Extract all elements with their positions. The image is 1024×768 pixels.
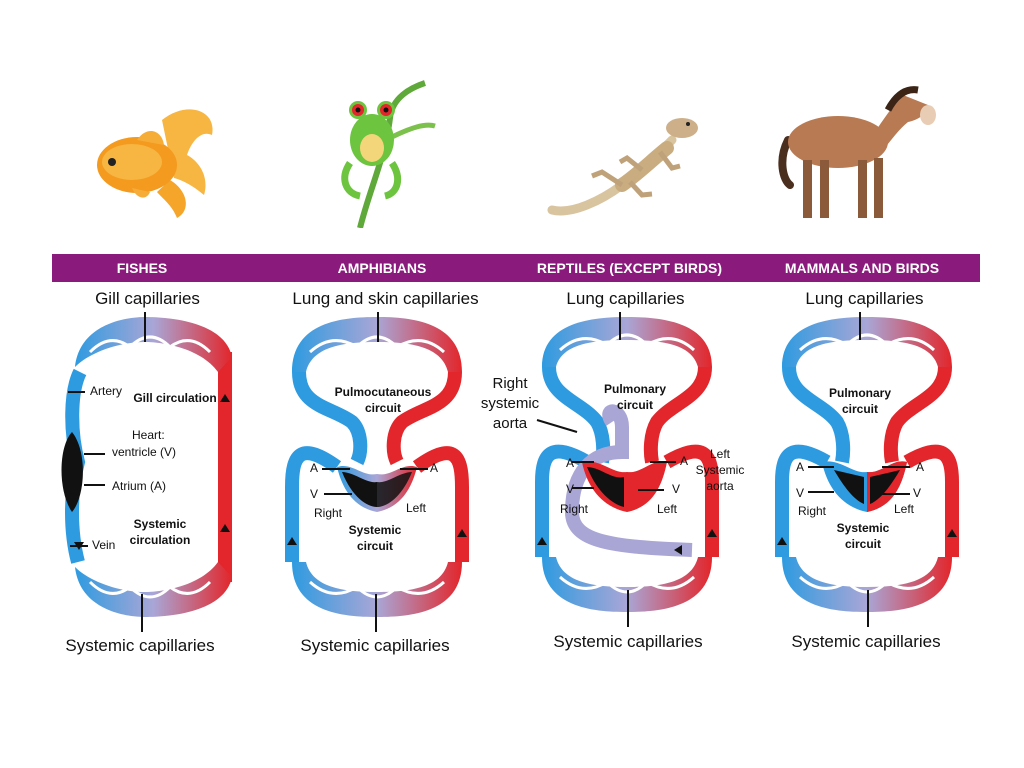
amphibian-v-label: V (310, 487, 319, 501)
reptile-systemic-capillaries-label: Systemic capillaries (553, 632, 703, 651)
reptile-pulmonary-circuit-label: Pulmonary circuit (603, 382, 666, 412)
amphibian-pulmocutaneous-label: Pulmocutaneous circuit (334, 385, 432, 415)
amphibian-right-label: Right (314, 506, 343, 520)
reptile-v-right-label: V (672, 482, 681, 496)
amphibian-left-label: Left (406, 501, 427, 515)
amphibian-lung-skin-capillaries-label: Lung and skin capillaries (292, 289, 479, 308)
systemic-capillary-bed-reptile (542, 557, 712, 612)
fish-systemic-capillaries-label: Systemic capillaries (65, 636, 215, 655)
header-amphibians: AMPHIBIANS (337, 260, 427, 276)
header-mammals-birds: MAMMALS AND BIRDS (784, 260, 940, 276)
fish-artery-label: Artery (90, 384, 123, 398)
goldfish-illustration (97, 109, 213, 218)
mammal-v-right-label: V (913, 486, 922, 500)
mammal-circulation-diagram (775, 312, 959, 627)
gill-capillary-bed (75, 317, 232, 372)
mammal-a-left-label: A (796, 460, 805, 474)
fish-heart-label: Heart: (132, 428, 165, 442)
mammal-systemic-circuit-label: Systemic circuit (836, 521, 890, 551)
reptile-lung-capillaries-label: Lung capillaries (566, 289, 685, 308)
amphibian-circulation-diagram (285, 312, 469, 632)
fish-atrium-label: Atrium (A) (112, 479, 166, 493)
reptile-a-left-label: A (566, 456, 575, 470)
header-reptiles: REPTILES (EXCEPT BIRDS) (536, 260, 723, 276)
mammal-a-right-label: A (916, 460, 925, 474)
mammal-systemic-capillaries-label: Systemic capillaries (791, 632, 941, 651)
reptile-left-label: Left (657, 502, 678, 516)
mammal-lung-capillary-bed (782, 317, 952, 367)
reptile-left-systemic-aorta-label: Left Systemic aorta (695, 447, 745, 493)
fish-ventricle-label: ventricle (V) (112, 445, 177, 459)
mammal-v-left-label: V (796, 486, 805, 500)
mammal-pulmonary-circuit-label: Pulmonary circuit (828, 386, 891, 416)
horse-illustration (778, 86, 936, 218)
mammal-left-label: Left (894, 502, 915, 516)
fish-vein-label: Vein (92, 538, 116, 552)
frog-illustration (341, 80, 436, 228)
systemic-capillary-bed-amphibian (292, 562, 462, 617)
fish-systemic-circulation-label: Systemic circulation (129, 517, 191, 547)
fish-gill-circulation-label: Gill circulation (133, 391, 217, 405)
right-systemic-aorta (564, 404, 693, 557)
lung-skin-capillary-bed (292, 317, 462, 372)
systemic-capillary-bed-fish (75, 562, 232, 617)
amphibian-a-left-label: A (310, 461, 319, 475)
lizard-illustration (547, 118, 698, 216)
fish-circulation-diagram (61, 312, 232, 632)
fish-heart (61, 432, 83, 512)
reptile-v-left-label: V (566, 482, 575, 496)
reptile-a-right-label: A (680, 454, 689, 468)
header-fishes: FISHES (116, 260, 168, 276)
amphibian-systemic-circuit-label: Systemic circuit (348, 523, 402, 553)
amphibian-a-right-label: A (430, 461, 439, 475)
mammal-lung-capillaries-label: Lung capillaries (805, 289, 924, 308)
fish-gill-capillaries-label: Gill capillaries (95, 289, 200, 308)
reptile-right-systemic-aorta-label: Right systemic aorta (480, 375, 540, 432)
reptile-right-label: Right (560, 502, 589, 516)
mammal-right-label: Right (798, 504, 827, 518)
amphibian-systemic-capillaries-label: Systemic capillaries (300, 636, 450, 655)
category-header-bar: FISHES AMPHIBIANS REPTILES (EXCEPT BIRDS… (52, 254, 980, 282)
systemic-capillary-bed-mammal (782, 557, 952, 612)
reptile-lung-capillary-bed (542, 317, 712, 367)
reptile-circulation-diagram (535, 312, 719, 627)
